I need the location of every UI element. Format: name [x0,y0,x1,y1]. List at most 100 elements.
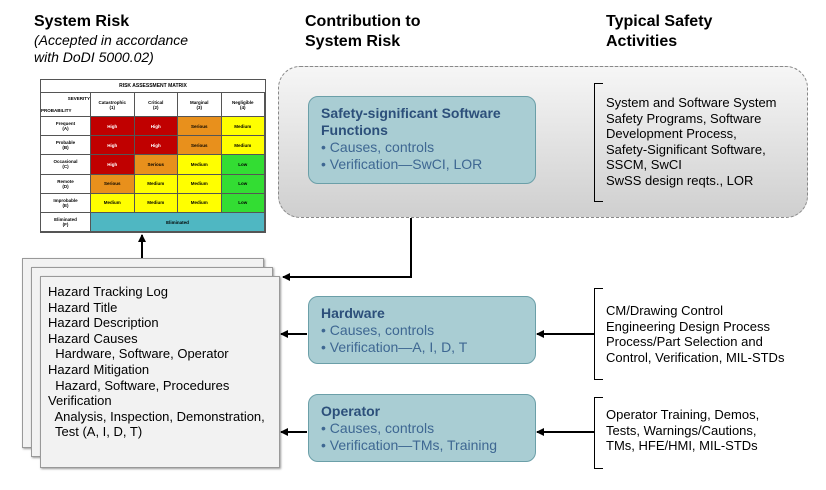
risk-assessment-matrix: RISK ASSESSMENT MATRIX SEVERITY PROBABILI… [40,79,266,233]
matrix-row-head-1: Frequent(A) [41,117,91,137]
matrix-row-head-eliminated-text-1: (F) [62,222,69,227]
hw-activities-brace [594,288,603,380]
matrix-col-head-1: Catastrophic(1) [91,93,135,117]
op-activities-brace [594,397,603,469]
operator-activity-line: Operator Training, Demos, [606,407,760,422]
matrix-col-head-4-text-0: Negligible [231,99,254,105]
operator-activity-line: TMs, HFE/HMI, MIL-STDs [606,438,758,453]
matrix-cell-r5c1-text-0: Medium [103,200,121,206]
matrix-row-head-5-text-0: Improbable [53,197,78,203]
matrix-row-head-4-text-1: (D) [62,183,69,189]
software-activity-line: Development Process, [606,126,737,141]
matrix-cell-r5c2-text-0: Medium [147,200,165,206]
software-activity-line: SSCM, SwCI [606,157,682,172]
hardware-bullet2: • Verification—A, I, D, T [321,339,468,355]
matrix-col-head-2-text-0: Critical [148,99,164,105]
matrix-cell-r4c4: Low [221,174,265,194]
operator-title: Operator [321,403,381,419]
matrix-cell-r2c2: High [134,136,178,156]
matrix-row-head-1-text-0: Frequent [55,121,76,127]
matrix-row-head-5: Improbable(E) [41,193,91,213]
matrix-cell-r3c4: Low [221,155,265,175]
matrix-row-head-2-text-0: Probable [55,140,76,146]
matrix-cell-eliminated-text-0: Eliminated [166,219,189,225]
matrix-corner-cell-text-1: PROBABILITY [41,107,72,113]
matrix-row-head-3: Occasional(C) [41,155,91,175]
matrix-cell-r3c3: Medium [178,155,222,175]
hazard-log-line: Hazard Title [48,299,118,315]
software-functions-box: Safety-significant Software Functions • … [308,96,536,184]
hardware-title: Hardware [321,305,385,321]
matrix-cell-r3c3-text-0: Medium [190,161,208,167]
matrix-cell-r2c1-text-0: High [107,142,118,148]
activities-header-line2: Activities [606,33,678,50]
matrix-cell-r4c1-text-0: Serious [103,181,121,187]
software-bullet1: • Causes, controls [321,139,435,155]
matrix-cell-r4c4-text-0: Low [238,181,248,187]
hardware-bullet1: • Causes, controls [321,322,435,338]
matrix-cell-r2c4-text-0: Medium [234,142,252,148]
hazard-log-line: Analysis, Inspection, Demonstration, [48,408,265,424]
matrix-cell-r4c3-text-0: Medium [190,181,208,187]
matrix-cell-r5c1: Medium [91,193,135,213]
matrix-col-head-3: Marginal(3) [178,93,222,117]
software-activity-line: System and Software System [606,95,777,110]
activities-header-line1: Typical Safety [606,13,713,30]
matrix-row-head-eliminated: Eliminated(F) [41,213,91,232]
hazard-log-line: Hazard Description [48,315,159,331]
software-activity-line: Safety-Significant Software, [606,141,766,157]
matrix-col-head-3-text-0: Marginal [189,99,209,105]
matrix-cell-r3c1: High [91,155,135,175]
matrix-cell-eliminated: Eliminated [91,213,265,232]
matrix-cell-r4c2: Medium [134,174,178,194]
hardware-activity-line: CM/Drawing Control [606,303,724,318]
hardware-box: Hardware • Causes, controls • Verificati… [308,296,536,364]
software-title-line1: Safety-significant Software [321,105,501,121]
matrix-row-head-1-text-1: (A) [62,126,69,132]
matrix-cell-r5c2: Medium [134,193,178,213]
matrix-cell-r5c4-text-0: Low [238,200,248,206]
hazard-log-line: Hazard Causes [48,330,138,346]
matrix-row-head-5-text-1: (E) [62,202,69,208]
hardware-activity-line: Control, Verification, MIL-STDs [606,349,785,365]
matrix-cell-r3c2-text-0: Serious [147,161,164,167]
system-risk-subtitle-line2: with DoDI 5000.02) [34,49,154,65]
hardware-activity-line: Process/Part Selection and [606,334,763,349]
hazard-log-line: Hazard Mitigation [48,361,150,377]
matrix-col-head-1-text-0: Catastrophic [98,99,126,105]
matrix-row-head-2: Probable(B) [41,136,91,156]
hazard-log-line: Verification [48,393,112,409]
operator-bullet2: • Verification—TMs, Training [321,437,498,453]
matrix-cell-r5c3-text-0: Medium [190,200,208,206]
matrix-corner-cell-text-0: SEVERITY [67,96,90,102]
matrix-col-head-2: Critical(2) [134,93,178,117]
matrix-col-head-3-text-1: (3) [196,104,203,110]
contribution-header-line1: Contribution to [305,13,421,30]
matrix-cell-r2c1: High [91,136,135,156]
contribution-header-line2: System Risk [305,33,401,50]
matrix-row-head-eliminated-text-0: Eliminated [54,217,77,222]
matrix-col-head-1-text-1: (1) [109,104,116,110]
matrix-cell-r3c1-text-0: High [107,161,118,167]
software-title-line2: Functions [321,122,388,138]
matrix-col-head-2-text-1: (2) [153,104,159,110]
matrix-cell-r1c3: Serious [178,117,222,137]
matrix-cell-r3c4-text-0: Low [238,161,248,167]
sw-activities-brace [594,83,603,202]
matrix-title: RISK ASSESSMENT MATRIX [41,80,265,93]
software-activity-line: Safety Programs, Software [606,110,762,126]
matrix-cell-r5c4: Low [221,193,265,213]
software-bullet2: • Verification—SwCI, LOR [321,156,483,172]
matrix-cell-r1c1: High [91,117,135,137]
system-risk-title: System Risk [34,13,130,30]
matrix-cell-r5c3: Medium [178,193,222,213]
operator-activity-line: Tests, Warnings/Cautions, [606,422,757,438]
software-activity-line: SwSS design reqts., LOR [606,172,754,188]
hardware-activity-line: Engineering Design Process [606,318,771,334]
operator-bullet1: • Causes, controls [321,420,435,436]
matrix-col-head-4-text-1: (4) [240,104,246,110]
matrix-row-head-3-text-1: (C) [62,164,69,170]
matrix-corner-cell: SEVERITY PROBABILITY [41,93,91,117]
